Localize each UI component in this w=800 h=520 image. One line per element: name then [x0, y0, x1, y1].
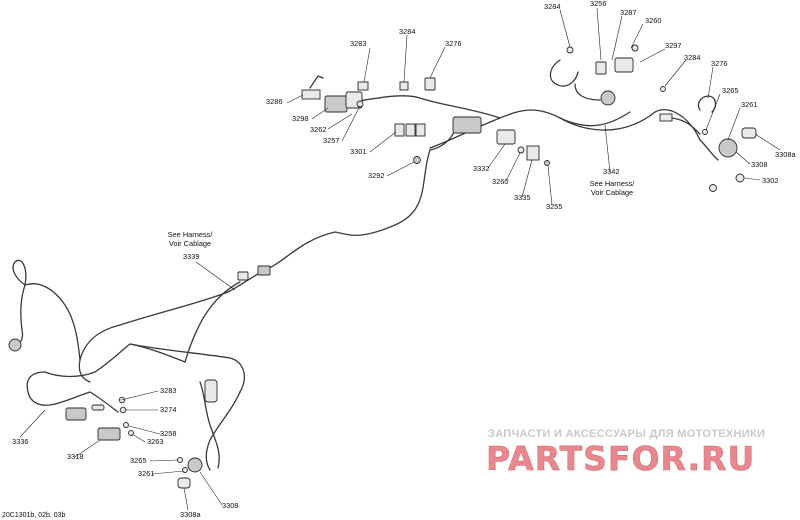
- callout-13: 3308: [751, 160, 767, 169]
- harness-note-left-line2: Voir Cablage: [169, 239, 211, 248]
- part-3301-b: [405, 123, 416, 137]
- part-switch-dial: [600, 90, 616, 106]
- callout-27: 3283: [160, 386, 176, 395]
- harness-notes: See Harness/ Voir Cablage See Harness/ V…: [168, 179, 636, 248]
- part-3284-clip: [399, 81, 409, 91]
- callout-11: 3261: [741, 100, 757, 109]
- mid-connector: [237, 265, 271, 281]
- callout-10: 3265: [722, 86, 738, 95]
- callout-1: 3256: [590, 0, 606, 8]
- callout-33: 3265: [130, 456, 146, 465]
- callout-23: 3335: [514, 193, 530, 202]
- leader-lines: [19, 7, 781, 511]
- upper-right-parts: [549, 44, 757, 192]
- callout-0: 3284: [544, 2, 560, 11]
- callout-21: 3332: [473, 164, 489, 173]
- callout-19: 3301: [350, 147, 366, 156]
- harness-note-left-line1: See Harness/: [168, 230, 214, 239]
- part-3283-clip: [357, 81, 369, 91]
- callout-22: 3260: [492, 177, 508, 186]
- callout-7: 3297: [665, 41, 681, 50]
- callout-20: 3292: [368, 171, 384, 180]
- callout-26: 3339: [183, 252, 199, 261]
- callout-32: 3318: [67, 452, 83, 461]
- callout-6: 3276: [445, 39, 461, 48]
- callout-4: 3283: [350, 39, 366, 48]
- part-lamp-a: [65, 407, 87, 421]
- part-3339-connector: [257, 265, 271, 276]
- part-3308-switch: [718, 138, 738, 158]
- part-3301-a: [394, 123, 405, 137]
- watermark-tagline: ЗАПЧАСТИ И АКСЕССУАРЫ ДЛЯ МОТОТЕХНИКИ: [488, 428, 765, 440]
- part-3301-c: [415, 123, 426, 137]
- callout-12: 3308a: [775, 150, 796, 159]
- callout-25: 3342: [603, 167, 619, 176]
- part-3292-screw: [413, 156, 421, 164]
- callout-2: 3287: [620, 8, 636, 17]
- watermark: ЗАПЧАСТИ И АКСЕССУАРЫ ДЛЯ МОТОТЕХНИКИ PA…: [486, 428, 765, 478]
- callout-8: 3284: [684, 53, 700, 62]
- part-left-switch: [8, 338, 22, 352]
- watermark-brand: PARTSFOR.RU: [486, 439, 755, 478]
- lower-left-parts: [8, 338, 218, 489]
- callout-31: 3336: [12, 437, 28, 446]
- callout-17: 3262: [310, 125, 326, 134]
- callout-18: 3257: [323, 136, 339, 145]
- part-3335-bracket: [526, 145, 540, 161]
- part-3308a-nut: [741, 127, 757, 139]
- callout-labels: 3284 3256 3287 3260 3283 3284 3276 3297 …: [12, 0, 796, 519]
- part-3260-clip: [517, 146, 525, 154]
- callout-5: 3284: [399, 27, 415, 36]
- callout-14: 3302: [762, 176, 778, 185]
- part-3276-connector: [424, 77, 436, 91]
- part-3286-bracket: [301, 89, 321, 100]
- part-3308a-nut-lower: [177, 477, 191, 489]
- callout-24: 3255: [546, 202, 562, 211]
- part-3318-lamp: [97, 427, 121, 441]
- callout-35: 3308: [222, 501, 238, 510]
- callout-28: 3274: [160, 405, 176, 414]
- part-3255-bolt: [544, 160, 550, 166]
- part-central-module: [452, 116, 482, 134]
- callout-29: 3258: [160, 429, 176, 438]
- part-3332-module: [496, 129, 516, 145]
- harness-note-right-line1: See Harness/: [590, 179, 636, 188]
- upper-left-parts: [301, 75, 550, 166]
- callout-15: 3286: [266, 97, 282, 106]
- figure-reference: 20C1301b, 02b, 03b: [2, 512, 66, 519]
- callout-34: 3261: [138, 469, 154, 478]
- callout-36: 3308a: [180, 510, 201, 519]
- callout-9: 3276: [711, 59, 727, 68]
- harness-note-right-line2: Voir Cablage: [591, 188, 633, 197]
- part-3308-switch-lower: [187, 457, 203, 473]
- part-3298-relay: [324, 95, 348, 113]
- callout-3: 3260: [645, 16, 661, 25]
- callout-16: 3298: [292, 114, 308, 123]
- callout-30: 3263: [147, 437, 163, 446]
